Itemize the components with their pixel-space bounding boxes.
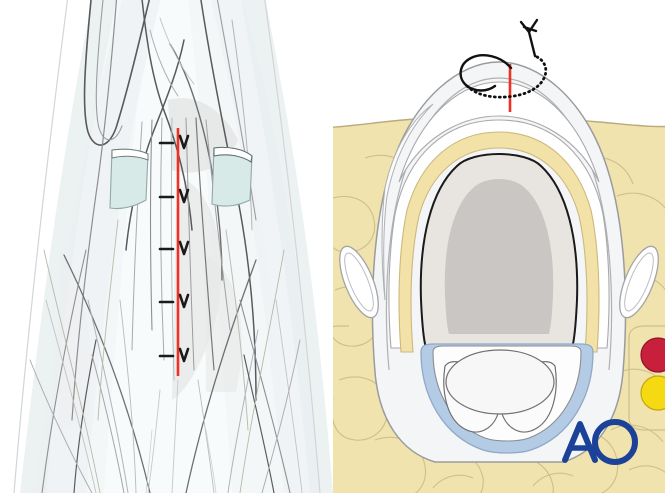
bone-marrow <box>444 179 554 334</box>
neurovascular-bundle-left <box>333 325 349 328</box>
digital-artery <box>640 337 665 373</box>
outer-silhouette <box>13 0 321 493</box>
suture-loop-solid <box>459 54 513 92</box>
cross-section-svg <box>333 18 665 493</box>
needle-shaft <box>527 30 537 58</box>
ao-logo <box>562 419 638 465</box>
pulley-inner-contour <box>385 77 613 371</box>
digital-nerve <box>640 375 665 411</box>
central-fiber-bundle <box>131 117 231 381</box>
direction-mark <box>158 188 190 204</box>
direction-mark <box>158 293 190 309</box>
periosteum-band <box>398 131 600 353</box>
fdp-tendon <box>445 349 555 415</box>
direction-mark <box>158 347 190 363</box>
suture-loop-dotted <box>465 54 548 99</box>
annular-pulley-bands <box>109 146 253 210</box>
suture-thread-and-needle <box>459 18 548 99</box>
neurovascular-bundle-right <box>628 325 665 431</box>
longitudinal-svg <box>13 0 333 493</box>
pulley-lumen-crescent <box>398 81 600 183</box>
crossing-fibers-lower <box>29 219 303 493</box>
lateral-vessel-ovals <box>339 245 659 319</box>
direction-mark <box>158 240 190 256</box>
panel-cross-section-view: AO <box>333 0 665 493</box>
needle-tip <box>519 18 539 34</box>
direction-mark <box>158 134 190 150</box>
pulley-channel <box>381 103 434 301</box>
panel-longitudinal-view <box>13 0 333 493</box>
suture-direction-marks <box>158 134 190 363</box>
